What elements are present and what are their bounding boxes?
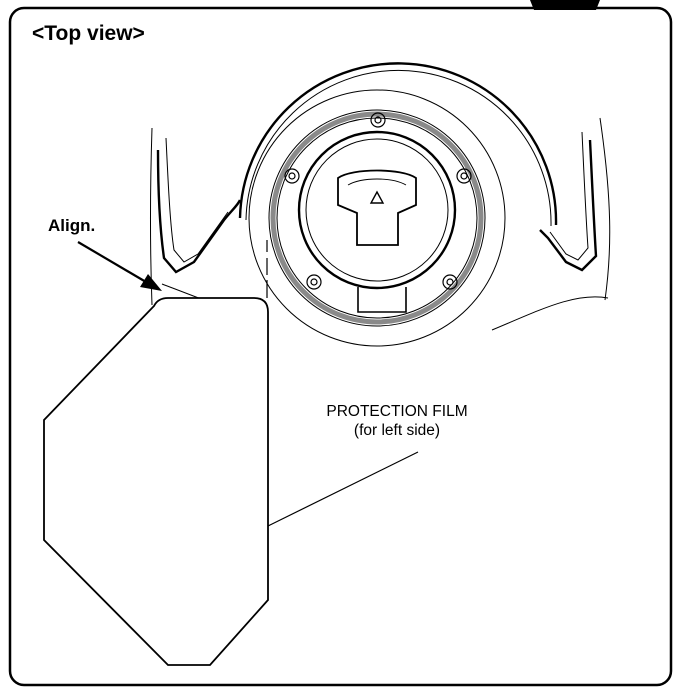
cap-ring-outer-edge <box>268 109 486 327</box>
protection-film-shape <box>43 297 269 666</box>
bolt-icon <box>284 168 300 184</box>
film-name-text: PROTECTION FILM <box>326 403 468 420</box>
protection-film-label: PROTECTION FILM (for left side) <box>312 402 482 440</box>
bolt-icon <box>442 274 458 290</box>
align-arrowhead <box>140 274 162 291</box>
diagram-border <box>8 6 673 687</box>
bolt-icon <box>370 112 386 128</box>
right-knee-recess <box>539 131 598 272</box>
cap-lid <box>297 130 457 290</box>
align-arrow-line <box>77 241 147 283</box>
cap-ring-inner-edge <box>276 117 478 319</box>
cap-surround <box>238 62 558 347</box>
film-side-text: (for left side) <box>353 422 441 439</box>
cap-ring <box>270 111 484 325</box>
film-leader-line <box>267 451 419 527</box>
cap-key-handle <box>337 169 417 246</box>
bolt-icon <box>306 274 322 290</box>
cap-key-handle-edge <box>347 178 407 186</box>
view-title: <Top view> <box>32 22 145 45</box>
cap-bolts <box>284 112 472 290</box>
triangle-icon <box>369 190 385 204</box>
bolt-icon <box>456 168 472 184</box>
align-label: Align. <box>48 216 96 235</box>
left-knee-recess <box>156 137 242 274</box>
cap-lower-tab <box>357 287 407 313</box>
cap-lid-inner <box>305 138 449 282</box>
